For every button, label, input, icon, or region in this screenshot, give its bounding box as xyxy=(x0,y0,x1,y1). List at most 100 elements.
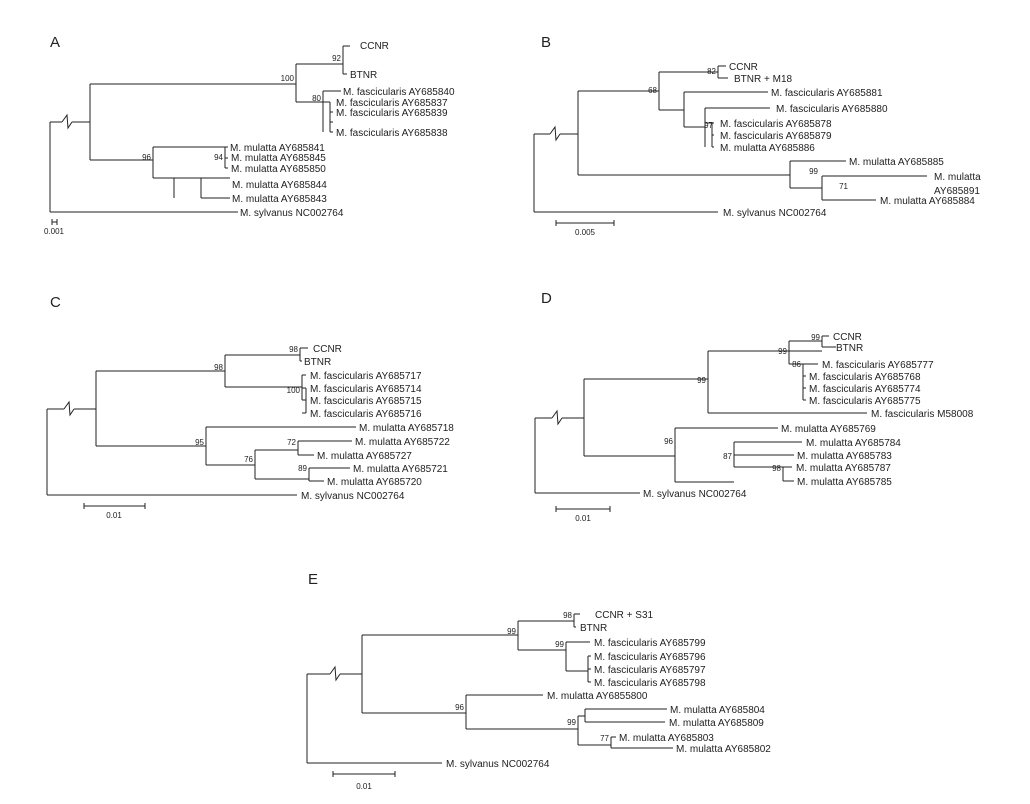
taxon-label: CCNR xyxy=(313,344,342,355)
taxon-label: M. mulatta AY685802 xyxy=(676,744,771,755)
panel-c: C CCNR BTNR M. fascicularis AY685717 M. … xyxy=(46,294,454,520)
taxon-label: M. fascicularis AY685774 xyxy=(809,384,921,395)
taxon-label: M. fascicularis AY685768 xyxy=(809,372,921,383)
panel-label-e: E xyxy=(308,571,318,588)
taxon-label: M. fascicularis AY685715 xyxy=(310,396,422,407)
bootstrap-value: 68 xyxy=(648,86,657,95)
panel-b: B CCNR BTNR + M18 M. fascicularis AY6858… xyxy=(533,34,981,237)
panel-d: D CCNR BTNR M. fascicularis AY685777 M. … xyxy=(534,290,974,523)
leaf-labels-c: CCNR BTNR M. fascicularis AY685717 M. fa… xyxy=(301,344,454,502)
leaf-labels-b: CCNR BTNR + M18 M. fascicularis AY685881… xyxy=(720,62,981,219)
panel-a: A CCNR BTNR M. fascicularis AY685840 M. … xyxy=(44,34,455,236)
taxon-label: CCNR + S31 xyxy=(595,610,654,621)
bootstrap-value: 95 xyxy=(195,438,204,447)
taxon-label: M. fascicularis AY685879 xyxy=(720,131,832,142)
taxon-label: M. mulatta AY685721 xyxy=(353,464,448,475)
bootstrap-values-a: 92 100 80 96 94 xyxy=(142,54,341,162)
taxon-label: M. fascicularis AY685881 xyxy=(771,88,883,99)
taxon-label: M. mulatta AY685850 xyxy=(231,164,326,175)
scale-bar-label: 0.01 xyxy=(575,514,591,523)
taxon-label: M. mulatta AY685784 xyxy=(806,438,901,449)
taxon-label: M. fascicularis AY685839 xyxy=(336,108,448,119)
bootstrap-value: 98 xyxy=(563,611,572,620)
bootstrap-values-d: 99 99 86 99 96 87 98 xyxy=(664,333,820,473)
tree-branches-a xyxy=(49,45,350,213)
bootstrap-value: 99 xyxy=(507,627,516,636)
taxon-label: M. sylvanus NC002764 xyxy=(643,489,747,500)
panel-e: E CCNR + S31 BTNR M. fascicularis AY6857… xyxy=(306,571,771,791)
bootstrap-value: 72 xyxy=(287,438,296,447)
taxon-label: M. mulatta AY685803 xyxy=(619,733,714,744)
scale-bar-label: 0.005 xyxy=(575,228,596,237)
bootstrap-value: 86 xyxy=(792,360,801,369)
bootstrap-value: 96 xyxy=(142,153,151,162)
taxon-label: M. fascicularis AY685878 xyxy=(720,119,832,130)
taxon-label: M. fascicularis AY685797 xyxy=(594,665,706,676)
scale-bar-e: 0.01 xyxy=(332,771,396,791)
scale-bar-label: 0.01 xyxy=(356,782,372,791)
panel-label-a: A xyxy=(50,34,60,51)
bootstrap-value: 98 xyxy=(772,464,781,473)
taxon-label: M. mulatta AY685884 xyxy=(880,196,975,207)
taxon-label: M. fascicularis AY685840 xyxy=(343,87,455,98)
taxon-label: CCNR xyxy=(729,62,758,73)
taxon-label: M. mulatta AY685809 xyxy=(669,718,764,729)
scale-bar-c: 0.01 xyxy=(83,503,146,520)
taxon-label: M. mulatta AY685886 xyxy=(720,143,815,154)
taxon-label: M. mulatta AY685769 xyxy=(781,424,876,435)
taxon-label: BTNR + M18 xyxy=(734,74,793,85)
scale-bar-d: 0.01 xyxy=(555,506,611,523)
scale-bar-label: 0.001 xyxy=(44,227,65,236)
taxon-label: M. mulatta AY6855800 xyxy=(547,691,648,702)
taxon-label: BTNR xyxy=(350,70,377,81)
taxon-label: M. mulatta xyxy=(934,172,981,183)
taxon-label: BTNR xyxy=(580,623,607,634)
bootstrap-value: 99 xyxy=(778,347,787,356)
taxon-label: M. mulatta AY685843 xyxy=(232,194,327,205)
tree-branches-d xyxy=(534,335,867,494)
bootstrap-value: 99 xyxy=(567,718,576,727)
taxon-label: M. fascicularis AY685798 xyxy=(594,678,706,689)
taxon-label: M. fascicularis M58008 xyxy=(871,409,974,420)
bootstrap-value: 96 xyxy=(455,703,464,712)
bootstrap-value: 99 xyxy=(809,167,818,176)
panel-label-b: B xyxy=(541,34,551,51)
bootstrap-value: 71 xyxy=(839,182,848,191)
bootstrap-value: 100 xyxy=(281,74,295,83)
taxon-label: M. sylvanus NC002764 xyxy=(240,208,344,219)
bootstrap-value: 96 xyxy=(664,437,673,446)
taxon-label: AY685891 xyxy=(934,186,980,197)
bootstrap-value: 87 xyxy=(723,452,732,461)
bootstrap-value: 77 xyxy=(600,734,609,743)
bootstrap-value: 99 xyxy=(811,333,820,342)
taxon-label: CCNR xyxy=(833,332,862,343)
bootstrap-value: 76 xyxy=(244,455,253,464)
taxon-label: M. fascicularis AY685714 xyxy=(310,384,422,395)
bootstrap-value: 99 xyxy=(697,376,706,385)
bootstrap-value: 98 xyxy=(214,363,223,372)
bootstrap-value: 94 xyxy=(214,153,223,162)
taxon-label: M. fascicularis AY685880 xyxy=(776,104,888,115)
taxon-label: M. mulatta AY685804 xyxy=(670,705,765,716)
taxon-label: M. mulatta AY685718 xyxy=(359,423,454,434)
taxon-label: BTNR xyxy=(836,343,863,354)
bootstrap-values-e: 98 99 99 96 99 77 xyxy=(455,611,609,743)
taxon-label: M. fascicularis AY685837 xyxy=(336,98,448,109)
bootstrap-value: 89 xyxy=(298,464,307,473)
taxon-label: M. mulatta AY685722 xyxy=(355,437,450,448)
taxon-label: M. sylvanus NC002764 xyxy=(723,208,827,219)
taxon-label: M. fascicularis AY685777 xyxy=(822,360,934,371)
panel-label-d: D xyxy=(541,290,552,307)
tree-branches-c xyxy=(46,347,356,496)
taxon-label: M. mulatta AY685885 xyxy=(849,157,944,168)
bootstrap-value: 97 xyxy=(704,121,713,130)
taxon-label: CCNR xyxy=(360,41,389,52)
taxon-label: M. sylvanus NC002764 xyxy=(446,759,550,770)
scale-bar-label: 0.01 xyxy=(106,511,122,520)
taxon-label: M. fascicularis AY685716 xyxy=(310,409,422,420)
panel-label-c: C xyxy=(50,294,61,311)
taxon-label: M. mulatta AY685727 xyxy=(317,451,412,462)
bootstrap-value: 82 xyxy=(707,67,716,76)
bootstrap-value: 98 xyxy=(289,345,298,354)
taxon-label: M. fascicularis AY685796 xyxy=(594,652,706,663)
